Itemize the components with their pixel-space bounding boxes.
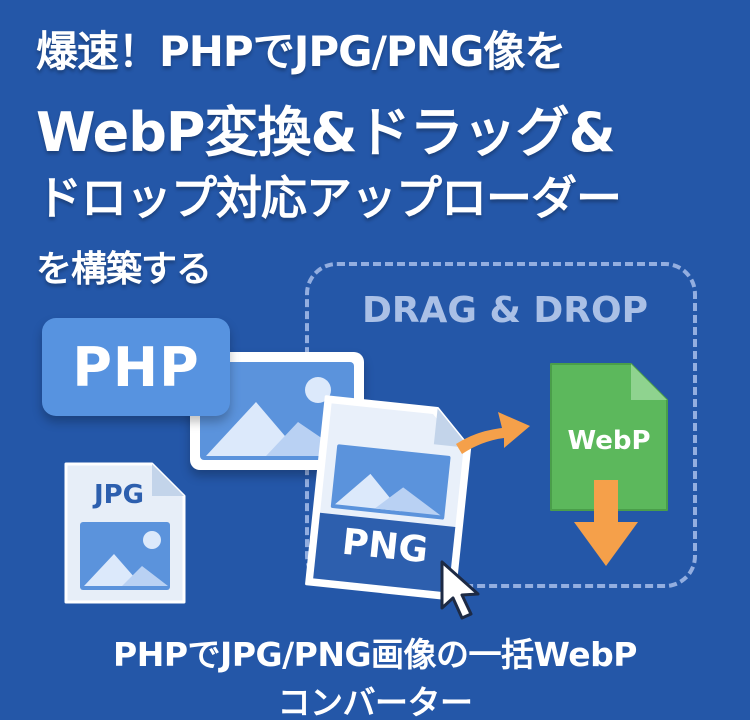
jpg-file-icon (64, 462, 186, 604)
title-line-2: WebP変換&ドラッグ& (36, 101, 616, 164)
png-file-icon[interactable] (300, 390, 480, 606)
drop-zone-label: DRAG & DROP (361, 290, 649, 331)
webp-file-icon (550, 363, 668, 511)
arrow-down-icon (574, 480, 638, 566)
webp-label: WebP (567, 426, 651, 456)
jpg-label: JPG (93, 480, 145, 510)
title-line-1: 爆速！PHPでJPG/PNG像を (36, 27, 566, 76)
subtitle-line-2: コンバーター (277, 683, 474, 720)
title-line-3: ドロップ対応アップローダー (36, 171, 622, 225)
php-badge: PHP (42, 318, 230, 416)
mouse-cursor-icon (440, 560, 480, 620)
title-line-4: を構築する (36, 249, 212, 290)
php-label: PHP (72, 335, 200, 399)
subtitle-line-1: PHPでJPG/PNG画像の一括WebP (113, 635, 637, 674)
image-icon (200, 362, 354, 460)
arrow-right-icon (456, 412, 530, 454)
mountain-icon (84, 554, 142, 586)
